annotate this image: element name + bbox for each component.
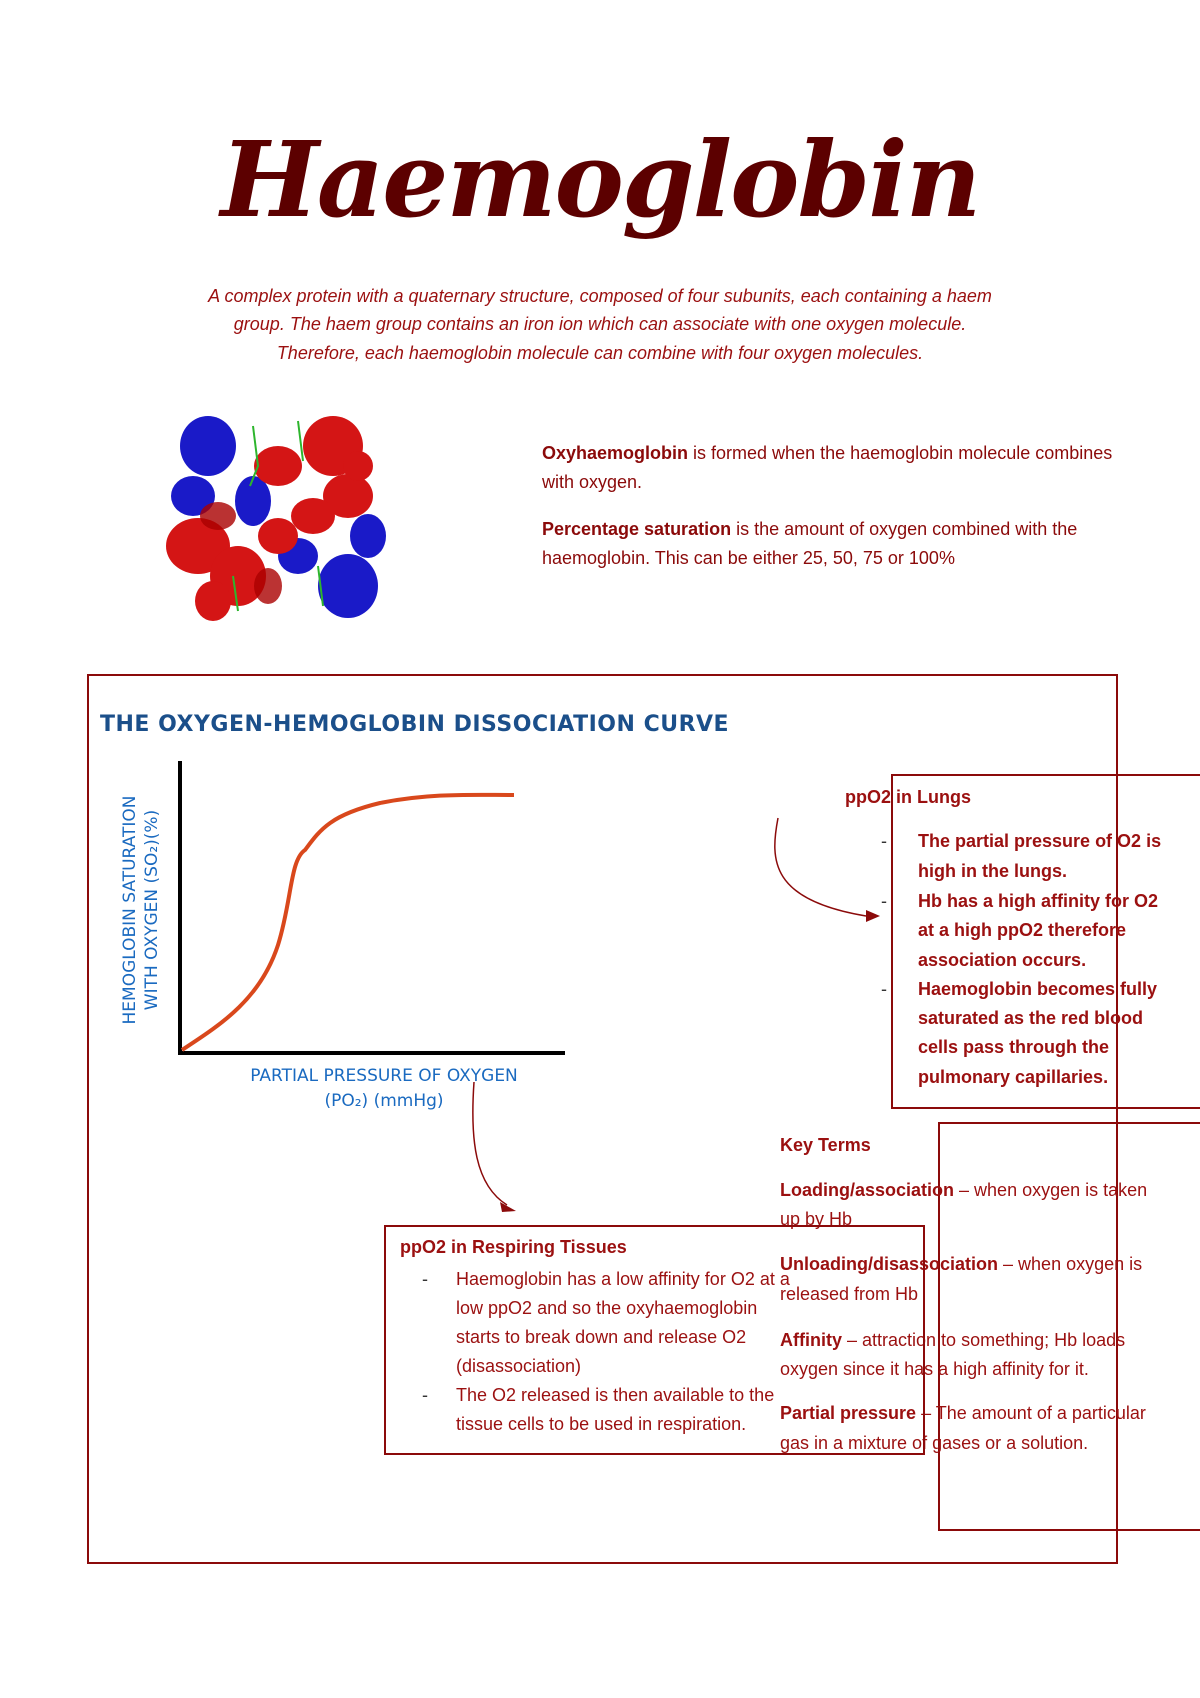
- tissues-line: break down and release O2 (disassociatio…: [456, 1327, 747, 1376]
- key-term-affinity-line-2: oxygen since it has a high affinity for …: [780, 1359, 1089, 1379]
- definition: – The amount of a particular: [916, 1403, 1146, 1423]
- intro-line-2: group. The haem group contains an iron i…: [233, 314, 967, 334]
- term: Partial pressure: [780, 1403, 917, 1423]
- page-title: Haemoglobin: [220, 118, 982, 241]
- diagram-title: THE OXYGEN-HEMOGLOBIN DISSOCIATION CURVE: [100, 712, 730, 737]
- bullet: -: [422, 1269, 428, 1289]
- oxyhaemoglobin-definition: Oxyhaemoglobin is formed when the haemog…: [542, 443, 1112, 464]
- percentage-saturation-definition: Percentage saturation is the amount of o…: [542, 519, 1077, 540]
- lungs-line: The partial pressure of O2 is: [918, 831, 1162, 851]
- haemoglobin-molecule-image: [166, 416, 386, 621]
- lungs-line: saturated as the red blood: [918, 1008, 1144, 1028]
- lungs-line: Haemoglobin becomes fully: [918, 979, 1158, 999]
- percentage-saturation-term: Percentage saturation: [542, 519, 732, 539]
- tissues-bullet-text: Haemoglobin has a low affinity for O2 at…: [456, 1265, 801, 1381]
- lungs-heading: ppO2 in Lungs: [845, 787, 971, 807]
- oxyhaemoglobin-definition-line-2: with oxygen.: [542, 472, 643, 492]
- tissues-bullet-text: The O2 released is then available to the…: [456, 1381, 801, 1439]
- oxyhaemoglobin-text: is formed when the haemoglobin molecule …: [688, 443, 1113, 463]
- tissues-line: The O2 released is then available to the…: [456, 1385, 775, 1434]
- key-terms-heading: Key Terms: [780, 1135, 871, 1155]
- intro-line-1: A complex protein with a quaternary stru…: [208, 286, 992, 306]
- bullet: -: [881, 979, 887, 999]
- tissues-heading: ppO2 in Respiring Tissues: [400, 1237, 627, 1257]
- y-axis-label-line-1: HEMOGLOBIN SATURATION: [120, 795, 140, 1025]
- lungs-line: pulmonary capillaries.: [918, 1067, 1109, 1087]
- definition: – when oxygen is: [998, 1254, 1143, 1274]
- percentage-saturation-definition-line-2: haemoglobin. This can be either 25, 50, …: [542, 548, 955, 568]
- dissociation-section-box: [87, 674, 1118, 1564]
- y-axis-label-line-2: WITH OXYGEN (SO₂)(%): [142, 809, 162, 1011]
- lungs-line: at a high ppO2 therefore: [918, 920, 1127, 940]
- tissues-line: Haemoglobin has a low affinity for O2 at…: [456, 1269, 790, 1318]
- key-term-partial-pressure-line-2: gas in a mixture of gases or a solution.: [780, 1433, 1089, 1453]
- term: Loading/association: [780, 1180, 955, 1200]
- key-term-partial-pressure: Partial pressure – The amount of a parti…: [780, 1403, 1146, 1423]
- key-terms-box: [938, 1122, 1200, 1531]
- term: Affinity: [780, 1330, 842, 1350]
- y-axis-label: HEMOGLOBIN SATURATION WITH OXYGEN (SO₂)(…: [119, 796, 163, 1025]
- x-axis-label-line-2: (PO₂) (mmHg): [324, 1091, 444, 1111]
- key-term-unloading: Unloading/disassociation – when oxygen i…: [780, 1254, 1142, 1274]
- lungs-line: Hb has a high affinity for O2: [918, 891, 1159, 911]
- bullet: -: [881, 831, 887, 851]
- lungs-line: cells pass through the: [918, 1037, 1110, 1057]
- key-term-affinity: Affinity – attraction to something; Hb l…: [780, 1330, 1125, 1350]
- intro-line-3: Therefore, each haemoglobin molecule can…: [276, 343, 924, 363]
- tissues-line: ppO2 and so the oxyhaemoglobin starts to: [456, 1298, 758, 1347]
- tissues-bullet-2: - The O2 released is then available to t…: [400, 1381, 923, 1439]
- lungs-line: association occurs.: [918, 950, 1087, 970]
- lungs-line: high in the lungs.: [918, 861, 1067, 881]
- key-term-loading: Loading/association – when oxygen is tak…: [780, 1180, 1147, 1200]
- key-term-unloading-line-2: released from Hb: [780, 1284, 919, 1304]
- x-axis-label-line-1: PARTIAL PRESSURE OF OXYGEN: [250, 1066, 518, 1086]
- oxyhaemoglobin-term: Oxyhaemoglobin: [542, 443, 689, 463]
- definition: – when oxygen is taken: [954, 1180, 1148, 1200]
- tissues-bullet-1: - Haemoglobin has a low affinity for O2 …: [400, 1265, 923, 1381]
- term: Unloading/disassociation: [780, 1254, 999, 1274]
- lungs-box: [891, 774, 1200, 1109]
- tissues-line: cells to be used in respiration.: [508, 1414, 747, 1434]
- respiring-tissues-box: ppO2 in Respiring Tissues - Haemoglobin …: [384, 1225, 925, 1455]
- bullet: -: [422, 1385, 428, 1405]
- percentage-saturation-text: is the amount of oxygen combined with th…: [731, 519, 1078, 539]
- definition: – attraction to something; Hb loads: [842, 1330, 1126, 1350]
- x-axis-label: PARTIAL PRESSURE OF OXYGEN (PO₂) (mmHg): [234, 1064, 534, 1114]
- bullet: -: [881, 891, 887, 911]
- key-term-loading-line-2: up by Hb: [780, 1209, 853, 1229]
